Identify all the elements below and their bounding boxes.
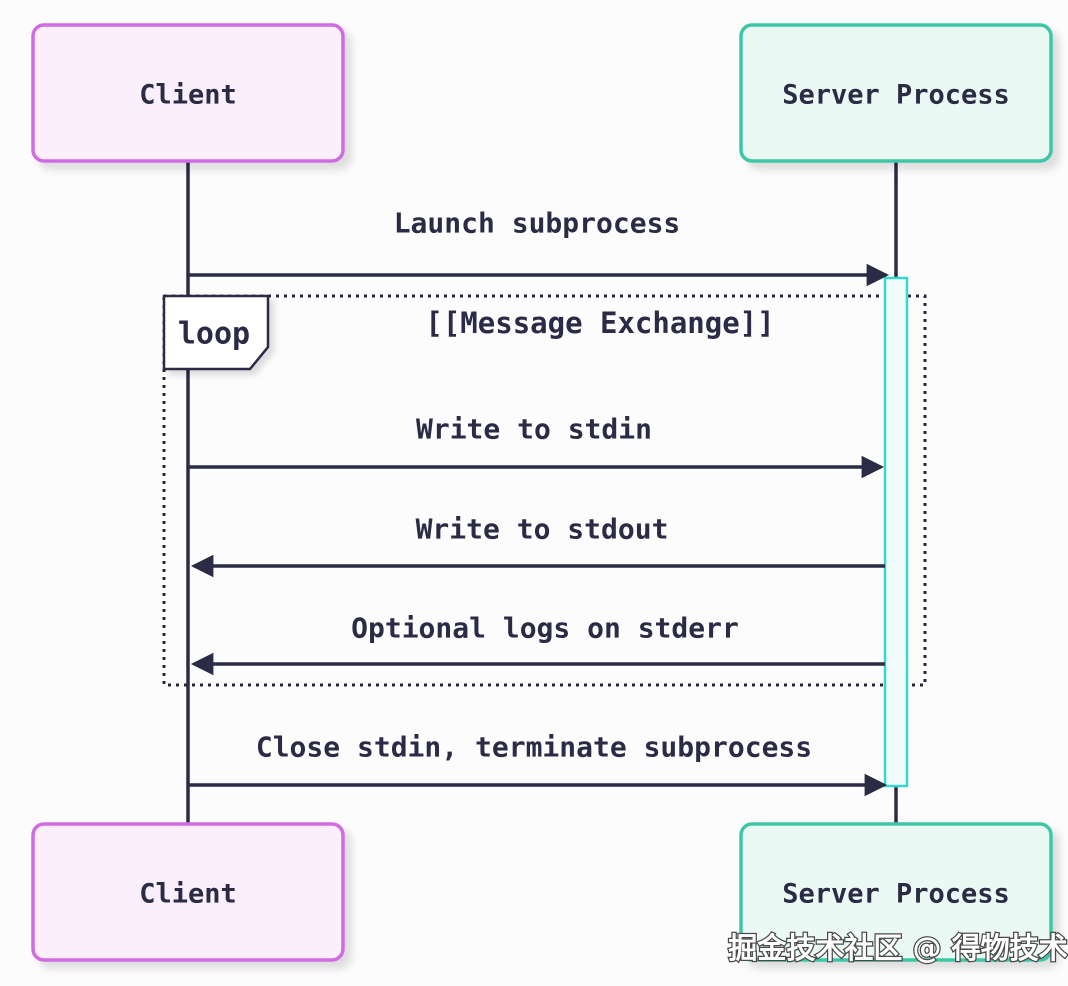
message-label: Optional logs on stderr	[351, 612, 739, 645]
client-actor-box-top	[31, 23, 345, 163]
server-actor-label-top: Server Process	[782, 80, 1010, 111]
message-label: Write to stdin	[416, 413, 652, 446]
message-label: Close stdin, terminate subprocess	[256, 731, 812, 764]
client-actor-label-bottom: Client	[139, 879, 237, 910]
loop-keyword: loop	[178, 317, 250, 352]
loop-label-box	[162, 294, 270, 371]
message-label: Launch subprocess	[394, 207, 681, 240]
server-activation-bar	[883, 276, 909, 788]
watermark-text: 掘金技术社区 @ 得物技术	[728, 931, 1067, 965]
message-label: Write to stdout	[416, 513, 669, 546]
loop-title: [[Message Exchange]]	[425, 306, 774, 340]
client-actor-box-bottom	[31, 822, 345, 962]
server-actor-label-bottom: Server Process	[782, 879, 1010, 910]
server-actor-box-top	[739, 23, 1053, 163]
loop-frame	[162, 294, 927, 687]
server-actor-box-bottom	[739, 822, 1053, 962]
client-actor-label-top: Client	[139, 80, 237, 111]
